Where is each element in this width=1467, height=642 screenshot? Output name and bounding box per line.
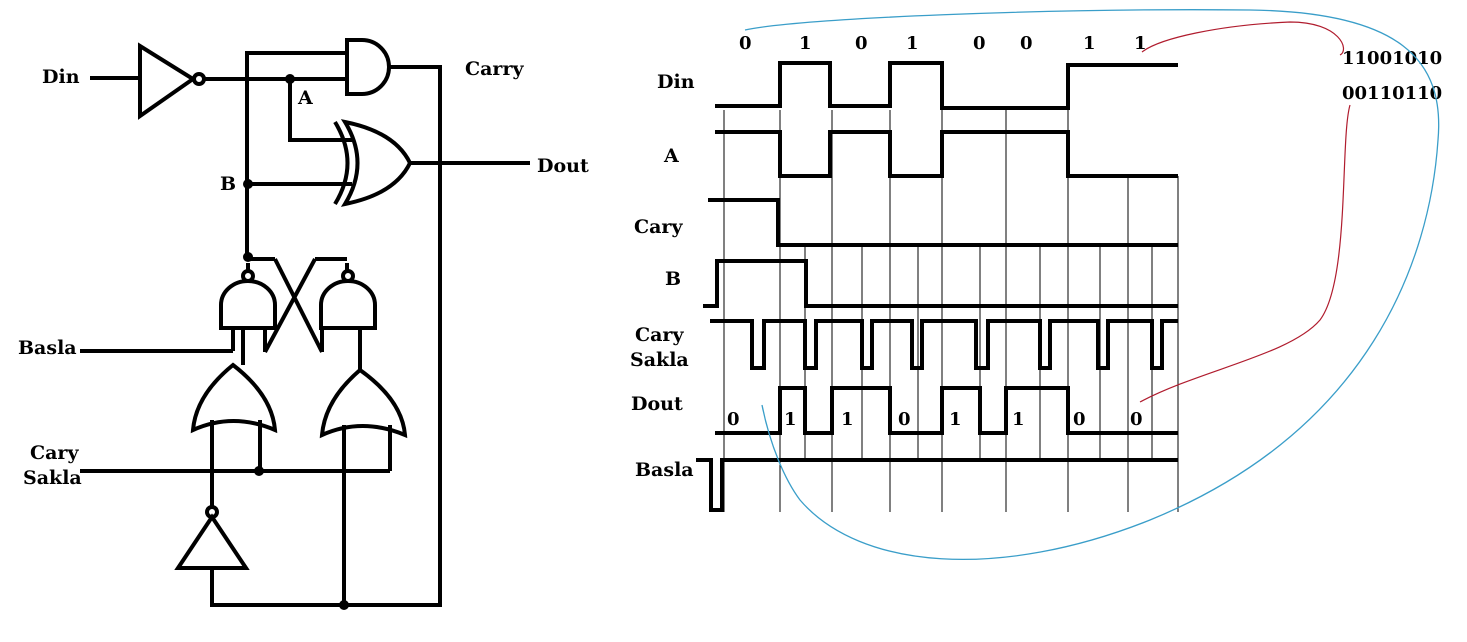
dout-bit: 0 [1073, 409, 1086, 430]
wave-cary-sakla [710, 319, 1178, 370]
wave-basla [696, 458, 1178, 512]
dout-bit: 1 [784, 409, 797, 430]
nand-gate-left [219, 279, 277, 330]
not-gate-bottom [174, 513, 250, 570]
dout-bit: 0 [727, 409, 740, 430]
binary-line-2: 00110110 [1342, 83, 1442, 104]
label-sakla: Sakla [23, 467, 82, 489]
timing-label-cary-sakla-1: Cary [635, 324, 684, 346]
din-bit: 0 [1020, 33, 1033, 54]
annotation-curve-red [1139, 21, 1351, 403]
din-bit: 0 [973, 33, 986, 54]
circuit: Din Carry A B Dout Basla Cary Sakla [18, 38, 589, 610]
timing-diagram: Din A Cary B Cary Sakla Dout Basla 0 1 0… [630, 33, 1179, 512]
timing-label-cary: Cary [634, 216, 683, 238]
dout-bit: 1 [1012, 409, 1025, 430]
nand-gate-right [319, 279, 377, 330]
dout-bit: 0 [898, 409, 911, 430]
dout-bit-labels: 0 1 1 0 1 1 0 0 [727, 409, 1143, 430]
dout-bit: 0 [1130, 409, 1143, 430]
timing-label-b: B [665, 268, 681, 290]
din-bit: 1 [1134, 33, 1147, 54]
wave-cary [708, 198, 1178, 247]
din-bit: 1 [1083, 33, 1096, 54]
or-gate-left [190, 362, 278, 434]
time-gridlines [723, 110, 1179, 512]
label-din: Din [42, 66, 80, 88]
not-gate-din [138, 42, 197, 120]
dout-bit: 1 [841, 409, 854, 430]
label-carry: Carry [465, 58, 524, 80]
or-gate-right [319, 367, 408, 439]
din-bit: 0 [739, 33, 752, 54]
wave-b [703, 259, 1178, 308]
label-b: B [220, 173, 236, 195]
din-bit-labels: 0 1 0 1 0 0 1 1 [739, 33, 1147, 54]
binary-line-1: 11001010 [1342, 48, 1442, 69]
label-dout: Dout [537, 155, 589, 177]
annotation-curve-blue [744, 9, 1440, 561]
din-bit: 1 [906, 33, 919, 54]
and-gate-carry [345, 38, 391, 96]
dout-bit: 1 [949, 409, 962, 430]
label-cary: Cary [30, 442, 79, 464]
din-bit: 0 [855, 33, 868, 54]
timing-label-cary-sakla-2: Sakla [630, 349, 689, 371]
wave-dout [715, 386, 1178, 435]
wave-din [715, 61, 1178, 110]
timing-label-din: Din [657, 71, 695, 93]
timing-label-a: A [663, 145, 679, 167]
label-basla: Basla [18, 337, 77, 359]
wave-a [715, 130, 1178, 178]
timing-label-dout: Dout [631, 393, 683, 415]
label-a: A [297, 87, 313, 109]
xor-gate [340, 119, 413, 207]
timing-label-basla: Basla [635, 459, 694, 481]
din-bit: 1 [799, 33, 812, 54]
